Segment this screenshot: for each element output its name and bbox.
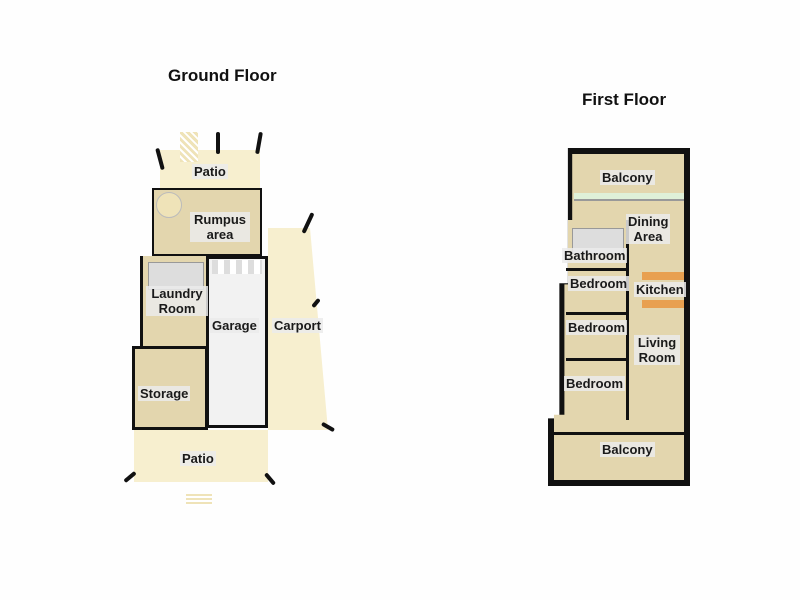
stairs-icon xyxy=(180,132,198,162)
sliding-door xyxy=(574,193,684,201)
first-floor-title: First Floor xyxy=(582,90,667,109)
label-bedroom-2: Bedroom xyxy=(566,320,628,335)
garage-door-icon xyxy=(212,260,262,274)
label-bedroom-3: Bedroom xyxy=(564,376,626,391)
kitchen-counter xyxy=(642,300,684,308)
label-carport: Carport xyxy=(272,318,323,333)
ground-floor-title: Ground Floor xyxy=(168,66,277,85)
laundry-fixtures xyxy=(148,262,204,290)
label-bedroom-1: Bedroom xyxy=(568,276,630,291)
label-storage: Storage xyxy=(138,386,191,401)
label-kitchen: Kitchen xyxy=(634,282,686,297)
wall xyxy=(566,358,626,361)
kitchen-counter xyxy=(642,272,684,280)
post xyxy=(216,132,220,154)
label-balcony-top: Balcony xyxy=(600,170,655,185)
wall xyxy=(566,268,626,271)
label-patio-bottom: Patio xyxy=(180,451,216,466)
label-laundry: Laundry Room xyxy=(146,286,208,316)
label-living: Living Room xyxy=(634,335,680,365)
post xyxy=(320,421,336,433)
wall xyxy=(554,432,684,435)
label-garage: Garage xyxy=(210,318,259,333)
garage-room xyxy=(206,256,268,428)
label-balcony-bottom: Balcony xyxy=(600,442,655,457)
post xyxy=(255,131,263,155)
wall xyxy=(566,312,626,315)
spiral-stair-icon xyxy=(156,192,182,218)
label-rumpus: Rumpus area xyxy=(190,212,250,242)
label-dining: Dining Area xyxy=(626,214,670,244)
label-bathroom: Bathroom xyxy=(562,248,628,263)
steps-icon xyxy=(186,494,212,506)
label-patio-top: Patio xyxy=(192,164,228,179)
